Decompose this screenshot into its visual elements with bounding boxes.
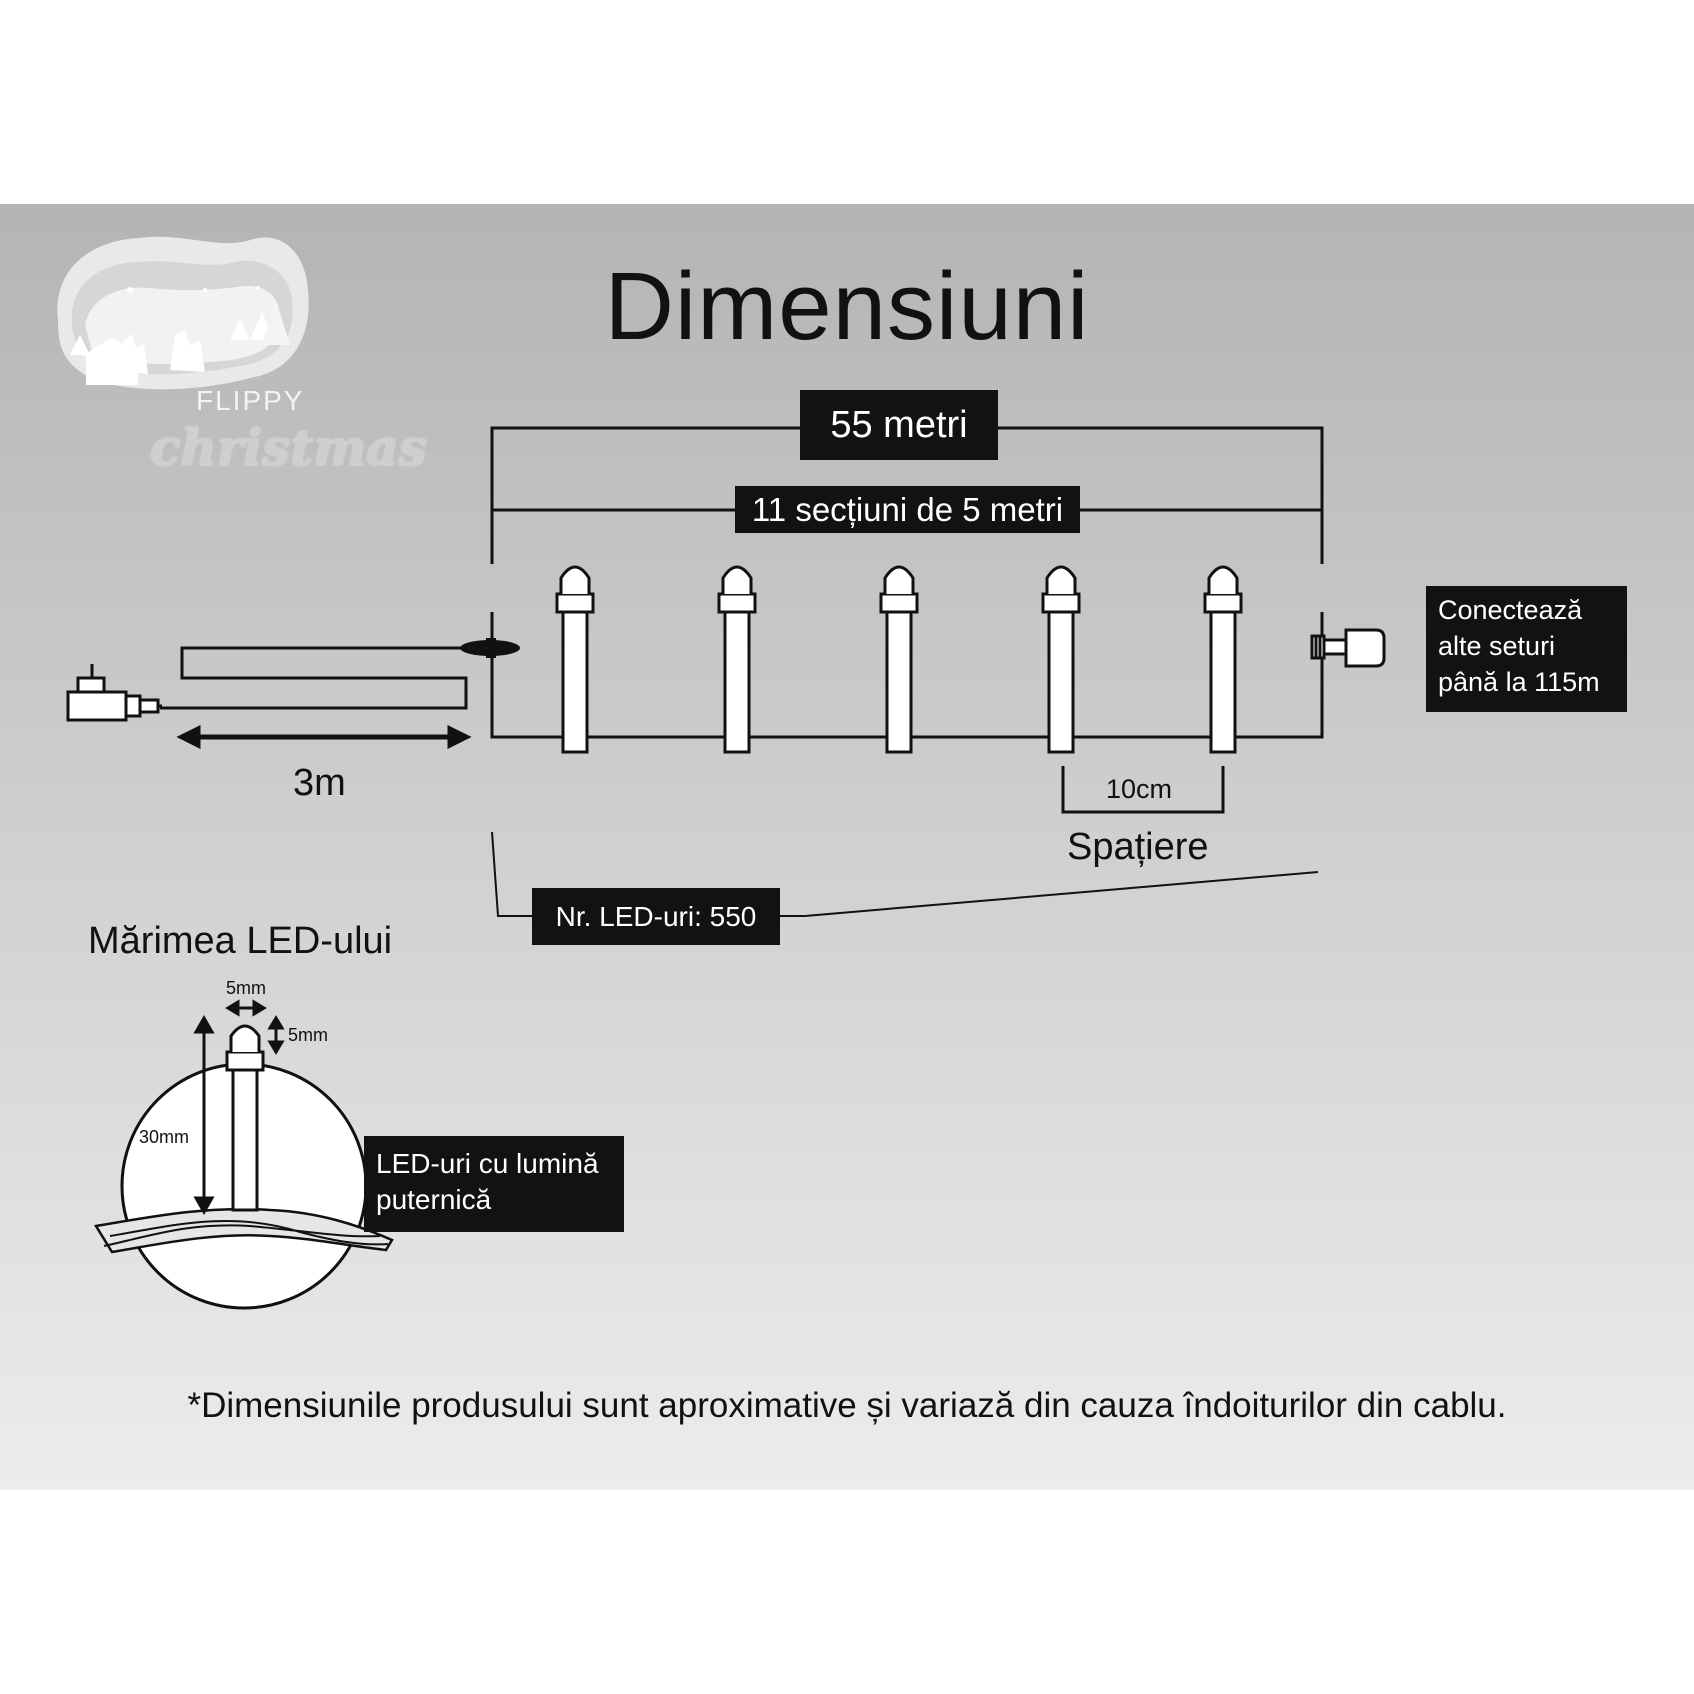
led-count-leader (491, 831, 1319, 917)
sections-label: 11 secțiuni de 5 metri (735, 486, 1080, 533)
footnote: *Dimensiunile produsului sunt aproximati… (187, 1386, 1507, 1425)
led-count-label: Nr. LED-uri: 550 (532, 888, 780, 945)
led-type-line-2: puternică (376, 1184, 492, 1215)
total-length-label: 55 metri (800, 390, 998, 460)
led-width-label: 5mm (226, 978, 266, 998)
lead-length-label: 3m (293, 762, 346, 804)
led-bulb-icon (1203, 565, 1243, 754)
lead-cable (160, 646, 468, 710)
brand-tagline: christmas (150, 418, 427, 477)
led-height-label: 30mm (139, 1127, 190, 1147)
spacing-value-label: 10cm (1106, 774, 1173, 804)
connect-label: Conectează alte seturi până la 115m (1426, 586, 1627, 712)
led-bulb-icon (717, 565, 757, 754)
led-head-label: 5mm (288, 1025, 328, 1045)
led-size-detail (93, 999, 394, 1310)
spacing-label: Spațiere (1067, 826, 1209, 868)
cable-connector-icon (460, 638, 520, 658)
connect-line-3: până la 115m (1438, 667, 1600, 697)
led-type-line-1: LED-uri cu lumină (376, 1148, 599, 1179)
led-bulb-icon (1041, 565, 1081, 754)
lead-length-arrow (176, 724, 472, 750)
end-connector-icon (1310, 628, 1386, 668)
led-size-title: Mărimea LED-ului (88, 920, 393, 962)
page-title: Dimensiuni (0, 252, 1694, 362)
led-bulb-icon (555, 565, 595, 754)
led-bulbs (555, 565, 1243, 754)
connect-line-2: alte seturi (1438, 631, 1556, 661)
page-title-text: Dimensiuni (604, 253, 1090, 360)
brand-name: FLIPPY (196, 385, 305, 416)
led-type-label: LED-uri cu lumină puternică (364, 1136, 624, 1232)
flippy-christmas-logo (57, 236, 309, 390)
led-bulb-icon (879, 565, 919, 754)
spacing-bracket (1061, 766, 1225, 814)
connect-line-1: Conectează (1438, 595, 1583, 625)
power-adapter-icon (66, 664, 162, 722)
